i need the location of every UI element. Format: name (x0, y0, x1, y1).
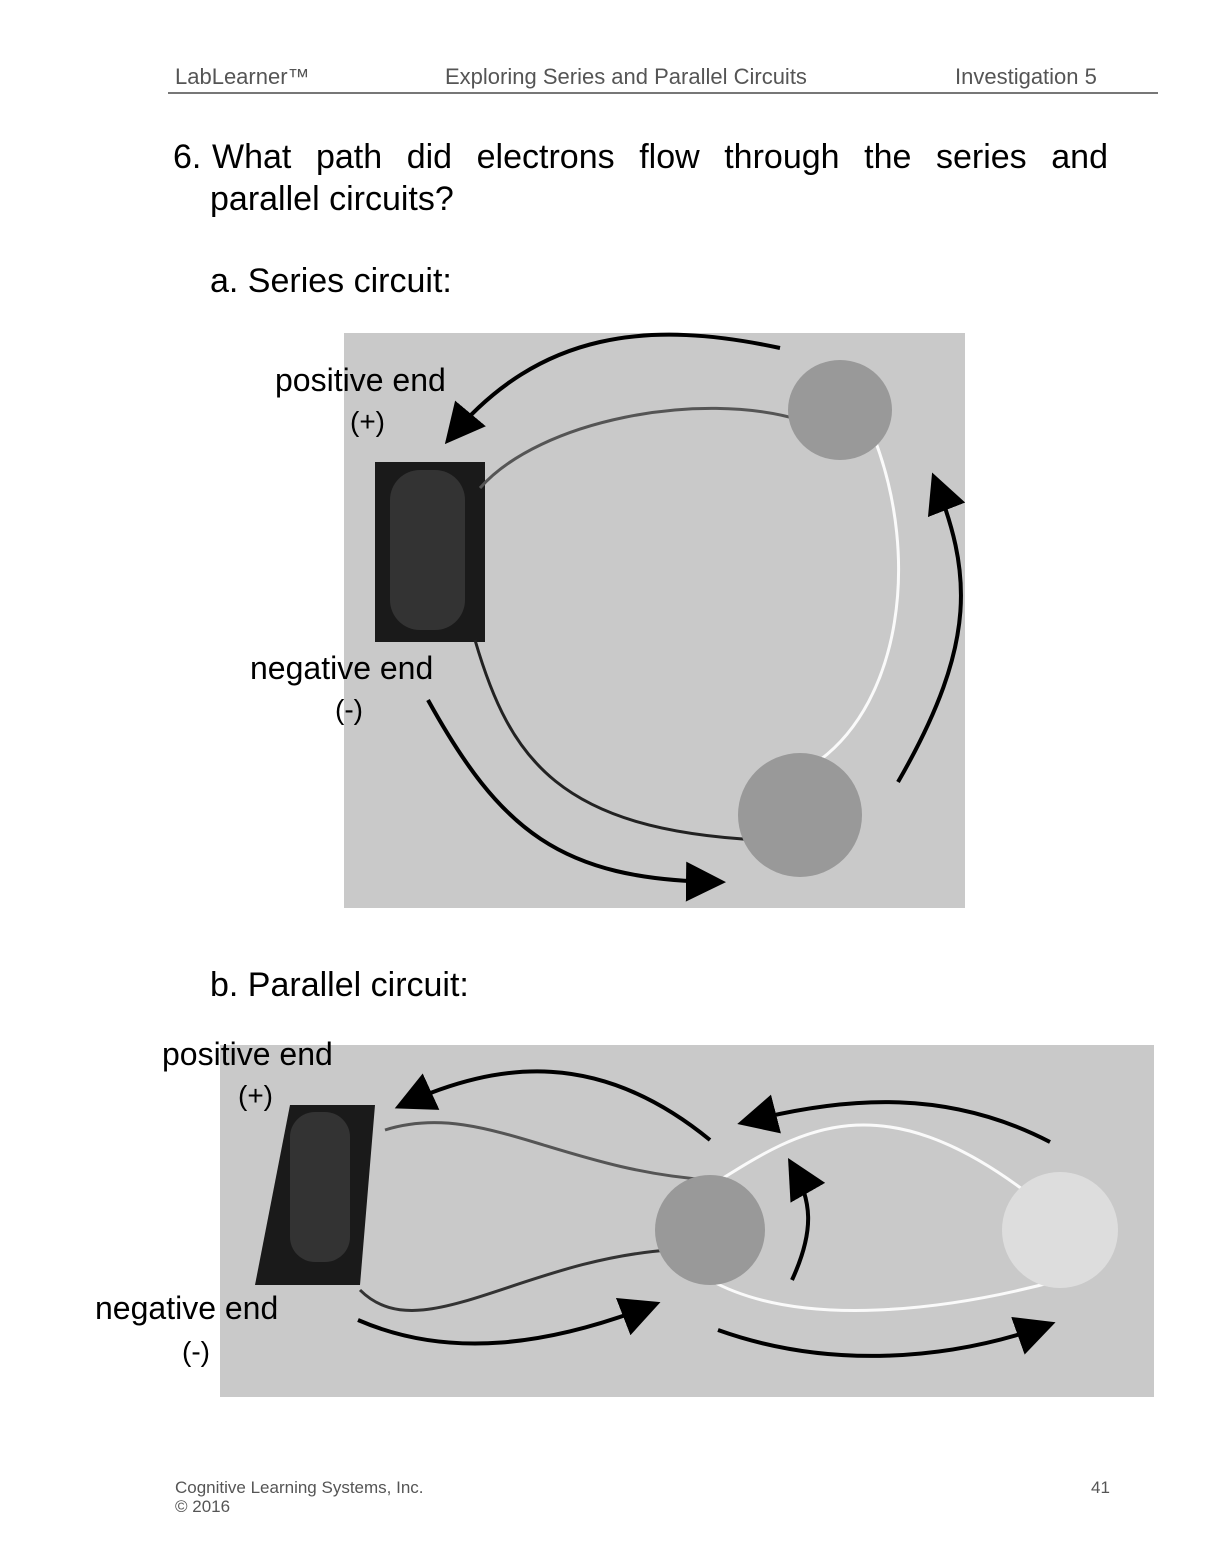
series-wire (478, 406, 801, 489)
series-bulb-icon (788, 360, 892, 460)
parallel-wire (384, 1121, 711, 1182)
question-number: 6. (173, 138, 202, 176)
header-title: Exploring Series and Parallel Circuits (445, 64, 807, 89)
series-battery-icon (375, 462, 485, 642)
series-positive-sign: (+) (350, 406, 385, 437)
parallel-positive-sign: (+) (238, 1080, 273, 1111)
parallel-heading: b. Parallel circuit: (210, 966, 469, 1004)
series-positive-label: positive end (275, 362, 446, 398)
footer-copyright: © 2016 (175, 1497, 231, 1516)
page-number: 41 (1091, 1478, 1110, 1497)
parallel-positive-label: positive end (162, 1036, 333, 1072)
parallel-negative-label: negative end (95, 1290, 279, 1326)
parallel-arrow (788, 1158, 826, 1281)
parallel-battery-icon (255, 1105, 375, 1285)
series-switch-icon (738, 753, 862, 877)
parallel-arrow (737, 1094, 1051, 1144)
series-negative-label: negative end (250, 650, 434, 686)
parallel-bulb-icon (1002, 1172, 1118, 1288)
series-wire (473, 639, 761, 842)
parallel-negative-sign: (-) (182, 1336, 210, 1367)
parallel-arrow (394, 1069, 712, 1142)
parallel-arrow (357, 1297, 661, 1346)
series-wire (819, 439, 901, 762)
question-line2: parallel circuits? (210, 180, 454, 218)
series-negative-sign: (-) (335, 694, 363, 725)
series-arrow (896, 472, 966, 783)
header-rule (168, 92, 1158, 94)
header-right: Investigation 5 (955, 64, 1097, 89)
question-line1: What path did electrons flow through the… (212, 138, 1108, 176)
footer-company: Cognitive Learning Systems, Inc. (175, 1478, 424, 1497)
series-heading: a. Series circuit: (210, 262, 452, 300)
parallel-wire (709, 1278, 1061, 1312)
parallel-arrow (717, 1316, 1056, 1358)
parallel-wire (719, 1123, 1031, 1197)
header-left: LabLearner™ (175, 64, 310, 89)
series-arrow (444, 332, 781, 445)
series-arrow (426, 699, 726, 902)
parallel-bulb-icon (655, 1175, 765, 1285)
parallel-wire (358, 1248, 671, 1312)
